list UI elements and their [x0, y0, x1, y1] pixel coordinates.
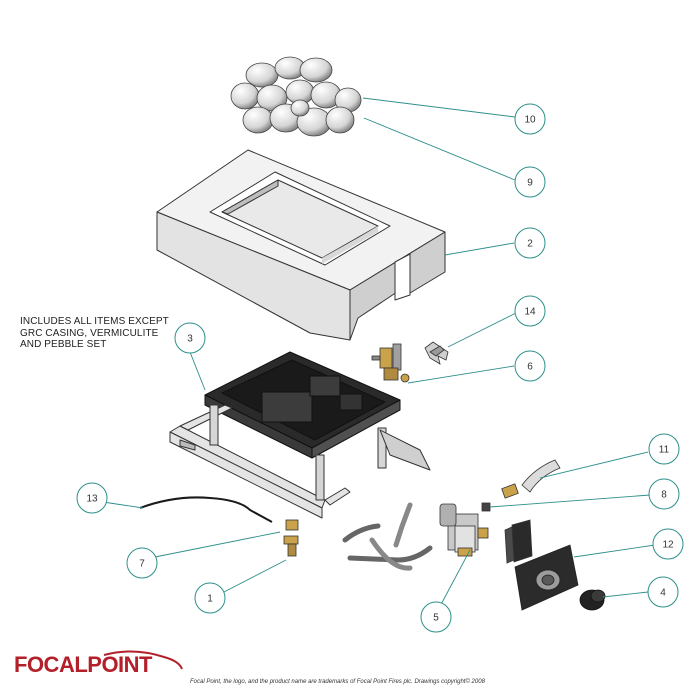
callout-circle	[126, 547, 158, 579]
callout-number: 13	[86, 494, 98, 505]
callout-circle	[514, 103, 546, 135]
callout-number: 3	[187, 334, 193, 345]
fitting-part-8	[481, 502, 491, 512]
leader-lines	[102, 97, 656, 613]
callout-number: 14	[524, 307, 536, 318]
callout-number: 9	[527, 178, 533, 189]
note-line: AND PEBBLE SET	[20, 339, 107, 350]
callout-number: 6	[527, 362, 533, 373]
callout-circle	[514, 166, 546, 198]
pilot-assembly-part-6	[371, 343, 410, 383]
callout-number: 1	[207, 594, 213, 605]
note-line: GRC CASING, VERMICULITE	[20, 327, 159, 339]
pebble-set	[230, 56, 362, 137]
callout-circle	[174, 322, 206, 354]
focalpoint-logo: FOCALPOINT	[14, 652, 153, 677]
thermocouple-part-13	[139, 496, 273, 523]
grc-casing	[156, 149, 446, 341]
fittings-part-7-1	[283, 519, 299, 557]
callout-circle	[76, 482, 108, 514]
callout-circle	[652, 528, 684, 560]
callout-circle	[648, 478, 680, 510]
note-line: INCLUDES ALL ITEMS EXCEPT	[20, 316, 169, 327]
callout-number: 5	[433, 613, 439, 624]
tray-frame	[169, 404, 431, 519]
focalpoint-logo-mark	[103, 650, 183, 670]
callout-circle	[420, 601, 452, 633]
burner-tray	[204, 351, 401, 459]
callout-number: 11	[659, 445, 670, 456]
pipe-part-11	[501, 459, 561, 499]
note-text: INCLUDES ALL ITEMS EXCEPT GRC CASING, VE…	[20, 316, 250, 351]
callout-number: 8	[661, 490, 667, 501]
callout-group: 10 9 2 3 14 6 11 8 13 7 12 1 5 4	[76, 103, 684, 633]
bracket-part-14	[424, 341, 449, 365]
callout-number: 10	[524, 115, 536, 126]
burner-tubes	[342, 502, 433, 571]
callout-circle	[647, 576, 679, 608]
callout-number: 4	[660, 588, 666, 599]
callout-circle	[514, 227, 546, 259]
knob-part-4	[579, 589, 606, 611]
callout-number: 12	[662, 540, 674, 551]
valve-bracket	[504, 519, 533, 564]
callout-circle	[194, 582, 226, 614]
plate-part-12	[514, 544, 579, 611]
copyright-footer: Focal Point, the logo, and the product n…	[190, 679, 485, 685]
callout-circle	[514, 350, 546, 382]
gas-valve-part-5	[439, 503, 489, 557]
callout-number: 7	[139, 559, 145, 570]
callout-circle	[514, 295, 546, 327]
callout-circle	[648, 433, 680, 465]
callout-number: 2	[527, 239, 533, 250]
